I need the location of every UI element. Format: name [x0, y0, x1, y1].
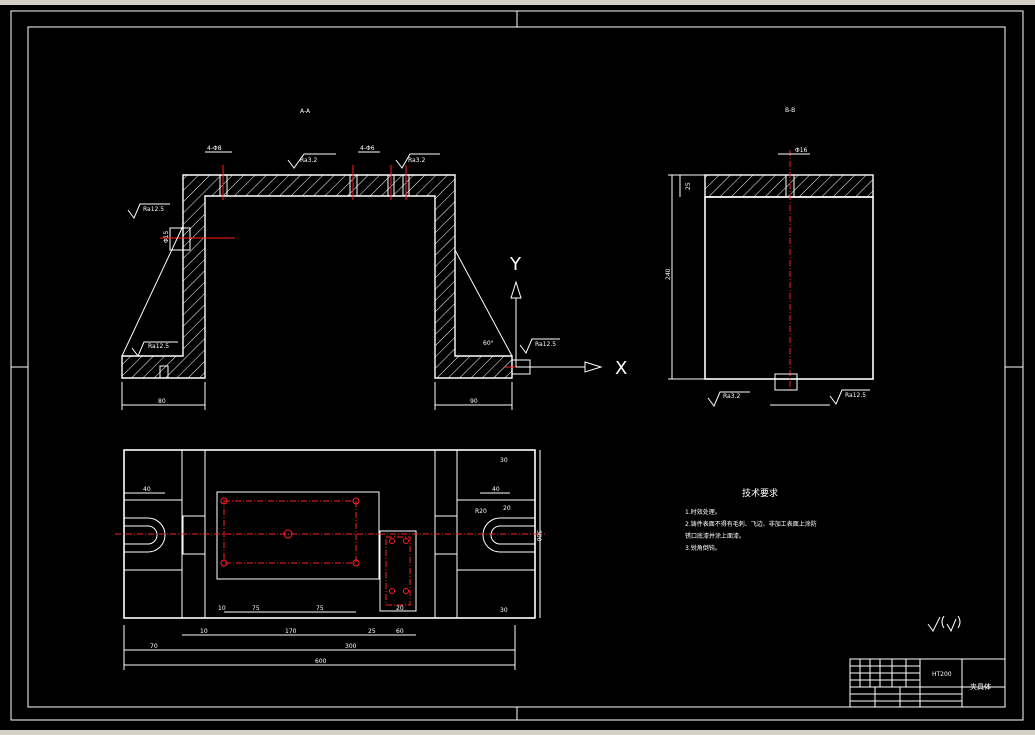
svg-text:170: 170	[285, 628, 297, 635]
axis-x-label: X	[615, 358, 627, 379]
svg-text:80: 80	[158, 398, 166, 405]
svg-text:20: 20	[503, 505, 511, 512]
window-bottom-bar	[0, 730, 1035, 735]
svg-text:60: 60	[396, 628, 404, 635]
svg-text:Φ15: Φ15	[163, 230, 170, 243]
svg-text:Ra12.5: Ra12.5	[535, 341, 556, 348]
svg-text:Ra3.2: Ra3.2	[300, 157, 317, 164]
svg-text:Ra3.2: Ra3.2	[408, 157, 425, 164]
title-block-material: HT200	[932, 671, 952, 678]
svg-text:60°: 60°	[483, 340, 494, 347]
svg-text:10: 10	[200, 628, 208, 635]
general-roughness-mark	[927, 615, 961, 633]
svg-text:25: 25	[685, 182, 692, 190]
svg-text:40: 40	[143, 486, 151, 493]
axis-y-label: Y	[509, 254, 522, 275]
window-top-bar	[0, 0, 1035, 5]
svg-text:600: 600	[315, 658, 327, 665]
svg-text:10: 10	[218, 605, 226, 612]
u-frame-section	[121, 174, 513, 379]
left-boss	[169, 227, 191, 251]
title-block: HT200 夹具体	[849, 658, 1006, 708]
technical-requirements: 技术要求 1.时效处理。 2.铸件表面不得有毛刺、飞边、非加工表面上涂防 锈口底…	[685, 487, 817, 552]
view-a-a: A-A 80 90 Ra3.2 Ra3.2	[121, 108, 627, 410]
svg-text:4-Φ8: 4-Φ8	[207, 145, 222, 152]
tech-req-item-4: 3.锐角倒钝。	[685, 544, 721, 552]
svg-text:75: 75	[316, 605, 324, 612]
small-block	[379, 530, 417, 612]
svg-text:Ra12.5: Ra12.5	[148, 343, 169, 350]
title-block-name: 夹具体	[970, 682, 991, 691]
svg-text:90: 90	[470, 398, 478, 405]
top-plate-section	[704, 174, 874, 198]
view-a-label: A-A	[300, 108, 311, 115]
tech-req-item-2: 2.铸件表面不得有毛刺、飞边、非加工表面上涂防	[685, 520, 817, 528]
svg-text:Ra12.5: Ra12.5	[143, 206, 164, 213]
svg-text:30: 30	[500, 457, 508, 464]
svg-text:Ra3.2: Ra3.2	[723, 393, 740, 400]
tech-req-title: 技术要求	[742, 487, 778, 499]
svg-text:Ra12.5: Ra12.5	[845, 392, 866, 399]
view-b-label: B-B	[785, 107, 795, 114]
svg-text:70: 70	[150, 643, 158, 650]
hole-pattern	[223, 500, 357, 564]
tech-req-item-1: 1.时效处理。	[685, 508, 721, 516]
svg-text:Φ16: Φ16	[795, 147, 808, 154]
side-body	[704, 196, 874, 380]
svg-text:300: 300	[535, 530, 542, 542]
view-b-b: B-B 240 25 Φ16 Ra3.2 Ra12.5	[665, 107, 874, 407]
svg-text:30: 30	[500, 607, 508, 614]
tech-req-item-3: 锈口底漆并涂上面漆。	[685, 532, 745, 540]
svg-text:20: 20	[396, 605, 404, 612]
svg-text:25: 25	[368, 628, 376, 635]
svg-text:40: 40	[492, 486, 500, 493]
svg-text:R20: R20	[475, 508, 487, 515]
svg-text:75: 75	[252, 605, 260, 612]
plan-view: 600 70 300 10 170 25 60 75 75 10 40 40 3…	[115, 449, 545, 670]
svg-text:4-Φ6: 4-Φ6	[360, 145, 375, 152]
svg-text:300: 300	[345, 643, 357, 650]
inner-plate	[216, 491, 380, 580]
svg-text:240: 240	[665, 268, 672, 280]
